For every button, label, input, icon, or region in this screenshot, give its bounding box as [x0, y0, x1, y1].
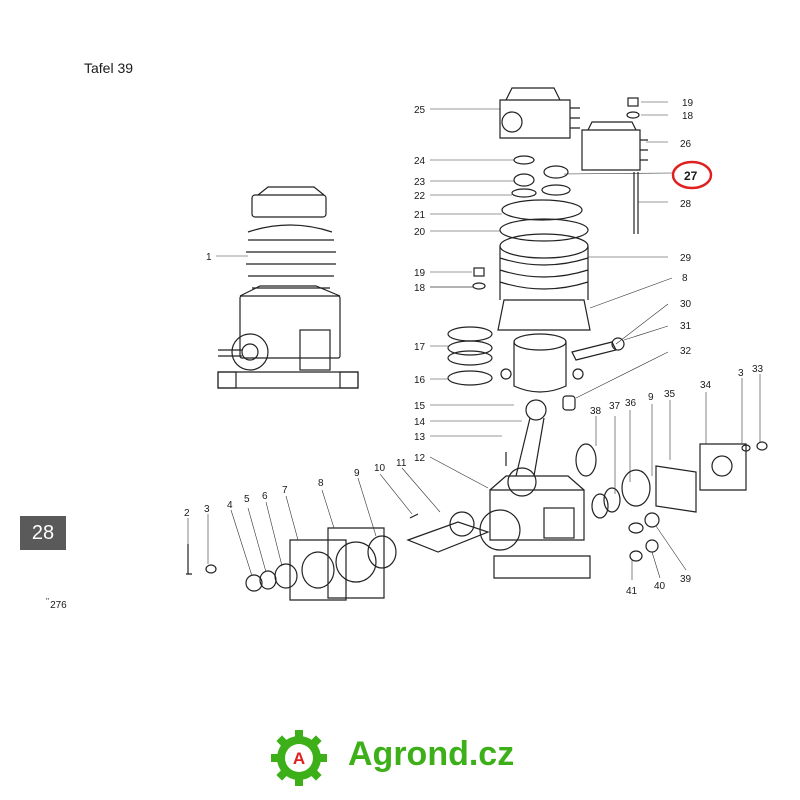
callout-label: 16 — [414, 375, 426, 386]
callout-label: 36 — [625, 398, 637, 409]
callout-label: 22 — [414, 191, 426, 202]
crankcase-12 — [479, 475, 591, 579]
callout-label: 2 — [184, 508, 190, 519]
page-section-badge: 28 — [20, 516, 66, 550]
callout-label: 18 — [682, 111, 694, 122]
cylinder-head-25 — [499, 87, 580, 139]
callout-label: 33 — [752, 364, 764, 375]
callout-label: 32 — [680, 346, 692, 357]
callout-label: 12 — [414, 453, 426, 464]
callout-label: 26 — [680, 139, 692, 150]
callout-label: 9 — [354, 468, 360, 479]
callout-label: 39 — [680, 574, 692, 585]
callout-label: 7 — [282, 485, 288, 496]
callout-label: 3 — [204, 504, 210, 515]
callout-label: 23 — [414, 177, 426, 188]
callout-label: 15 — [414, 401, 426, 412]
callout-label: 5 — [244, 494, 250, 505]
callout-label: 35 — [664, 389, 676, 400]
callout-label: 13 — [414, 432, 426, 443]
highlighted-callout-27: 27 — [671, 160, 713, 190]
callout-label: 38 — [590, 406, 602, 417]
cylinder-29 — [497, 233, 591, 331]
callout-label: 1 — [206, 252, 212, 263]
callout-label: 24 — [414, 156, 426, 167]
callout-label: 19 — [682, 98, 694, 109]
callout-label: 4 — [227, 500, 233, 511]
callout-label: 29 — [680, 253, 692, 264]
piston-15 — [500, 333, 584, 393]
callout-label: 25 — [414, 105, 426, 116]
head-cover-26 — [581, 121, 648, 171]
page-title: Tafel 39 — [84, 60, 134, 76]
callout-label: 17 — [414, 342, 426, 353]
highlight-ring — [671, 160, 713, 190]
gear-icon: A — [271, 730, 327, 786]
callout-label: 41 — [626, 586, 638, 597]
callout-label: 3 — [738, 368, 744, 379]
callout-label: 37 — [609, 401, 621, 412]
brand-logo[interactable]: A Agrond.cz — [268, 730, 548, 786]
callout-label: 11 — [396, 458, 407, 469]
logo-letter: A — [293, 749, 305, 768]
connecting-rod-14 — [505, 399, 547, 497]
assembled-compressor — [217, 186, 359, 389]
callout-label: 31 — [680, 321, 692, 332]
callout-label: 34 — [700, 380, 712, 391]
brand-name: Agrond.cz — [348, 735, 515, 773]
leader-lines — [187, 101, 761, 580]
callout-label: 28 — [680, 199, 692, 210]
callout-label: 30 — [680, 299, 692, 310]
callout-label: 8 — [682, 273, 688, 284]
callout-label: 8 — [318, 478, 324, 489]
callout-label: 20 — [414, 227, 426, 238]
callout-label: 9 — [648, 392, 654, 403]
callout-label: 40 — [654, 581, 666, 592]
callout-labels: 19 18 25 26 24 23 22 28 21 20 29 19 8 18… — [184, 98, 764, 597]
callout-label: 21 — [414, 210, 426, 221]
callout-label: 19 — [414, 268, 426, 279]
highlight-label: 27 — [684, 169, 698, 183]
page-number: 276 — [46, 600, 67, 611]
callout-label: 18 — [414, 283, 426, 294]
callout-label: 6 — [262, 491, 268, 502]
callout-label: 10 — [374, 463, 386, 474]
callout-label: 14 — [414, 417, 426, 428]
